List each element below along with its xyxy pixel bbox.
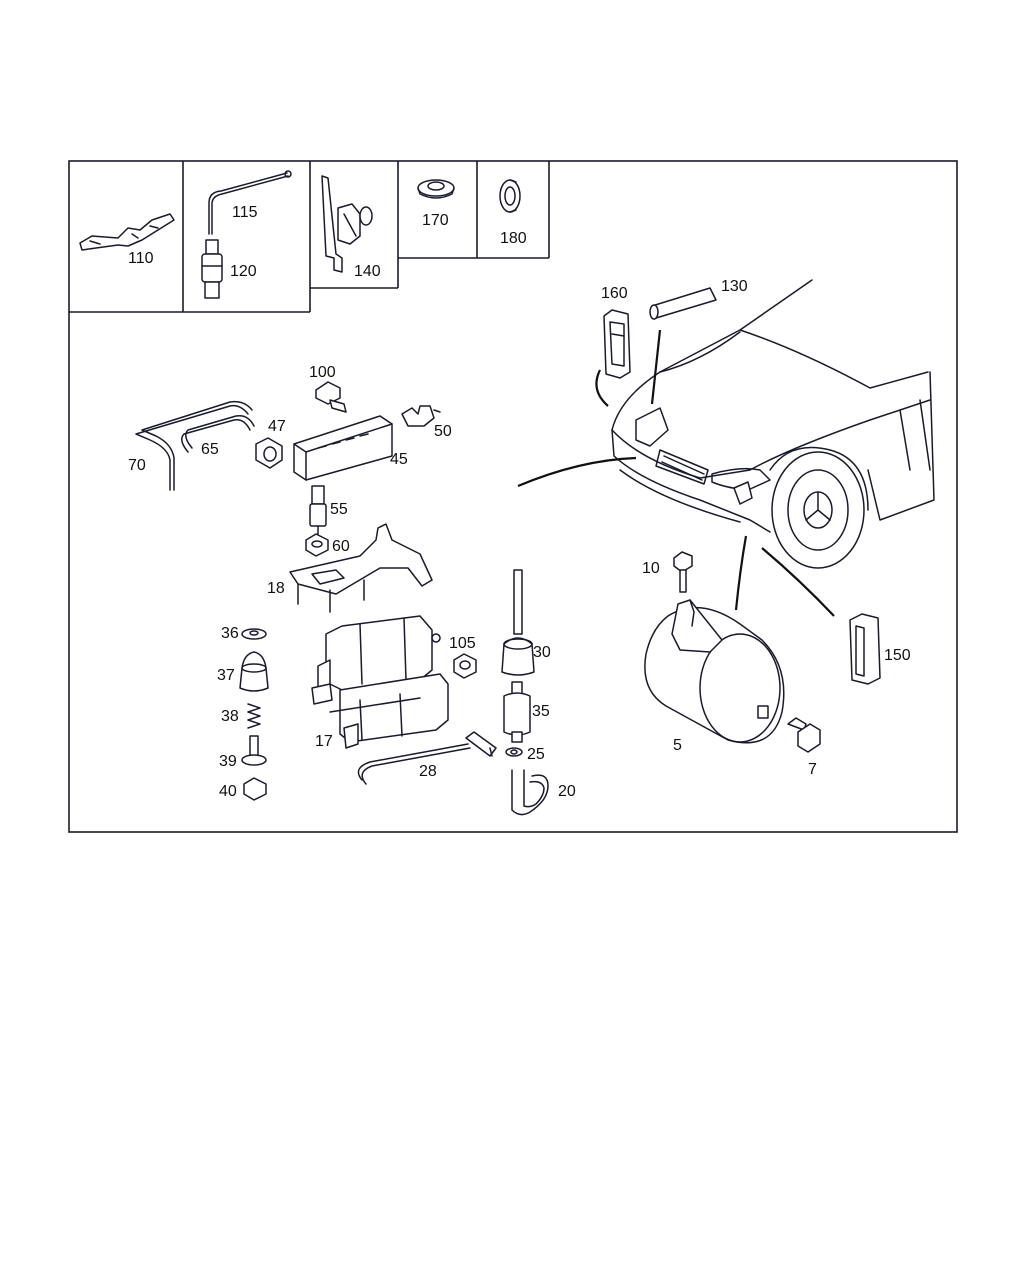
label-170: 170 [422, 212, 449, 229]
label-120: 120 [230, 263, 257, 280]
part-45-valve-block[interactable] [293, 415, 393, 481]
label-110: 110 [128, 250, 154, 267]
label-160: 160 [601, 285, 628, 302]
part-170-grommet[interactable] [417, 179, 455, 199]
label-70: 70 [128, 457, 146, 474]
label-30: 30 [533, 644, 551, 661]
part-55-valve[interactable] [309, 485, 327, 535]
label-45: 45 [390, 451, 408, 468]
label-50: 50 [434, 423, 452, 440]
label-180: 180 [500, 230, 527, 247]
part-140-clip[interactable] [321, 175, 373, 273]
label-100: 100 [309, 364, 336, 381]
label-17: 17 [315, 733, 333, 750]
label-39: 39 [219, 753, 237, 770]
part-labels: 110 115 120 140 170 180 160 130 100 47 5… [128, 204, 911, 800]
label-10: 10 [642, 560, 660, 577]
label-25: 25 [527, 746, 545, 763]
label-55: 55 [330, 501, 348, 518]
label-150: 150 [884, 647, 911, 664]
part-120-union[interactable] [201, 239, 223, 299]
label-37: 37 [217, 667, 235, 684]
leader-arrows [517, 329, 835, 617]
label-130: 130 [721, 278, 748, 295]
part-7-plug[interactable] [787, 717, 821, 753]
part-20-hose[interactable] [511, 769, 549, 816]
part-36-washer[interactable] [241, 628, 267, 640]
part-30-filter[interactable] [501, 569, 535, 676]
part-130-sleeve[interactable] [649, 287, 717, 320]
part-28-hose[interactable] [357, 731, 497, 785]
label-20: 20 [558, 783, 576, 800]
part-110-bracket[interactable] [79, 213, 175, 251]
part-38-spring[interactable] [247, 703, 261, 729]
diagram-frame [68, 160, 958, 833]
label-115: 115 [232, 204, 258, 221]
part-47-nut[interactable] [255, 437, 283, 469]
label-40: 40 [219, 783, 237, 800]
part-160-relay[interactable] [603, 309, 631, 379]
label-105: 105 [449, 635, 476, 652]
label-140: 140 [354, 263, 381, 280]
label-36: 36 [221, 625, 239, 642]
label-28: 28 [419, 763, 437, 780]
label-60: 60 [332, 538, 350, 555]
part-25-clamp[interactable] [505, 747, 523, 757]
part-17-compressor[interactable] [311, 615, 449, 749]
label-7: 7 [808, 761, 817, 778]
part-40-nut[interactable] [243, 777, 267, 801]
part-70-pipe[interactable] [135, 400, 253, 491]
part-180-grommet[interactable] [499, 179, 521, 213]
label-65: 65 [201, 441, 219, 458]
vehicle-front [611, 279, 935, 569]
label-35: 35 [532, 703, 550, 720]
label-18: 18 [267, 580, 285, 597]
label-47: 47 [268, 418, 286, 435]
part-150-module[interactable] [849, 613, 881, 685]
part-105-nut[interactable] [453, 653, 477, 679]
part-35-filter[interactable] [503, 681, 531, 743]
part-10-bolt[interactable] [673, 551, 693, 593]
part-50-sensor[interactable] [401, 405, 441, 427]
part-39-pin[interactable] [241, 735, 267, 766]
part-100-bolt[interactable] [315, 381, 347, 413]
label-5: 5 [673, 737, 682, 754]
part-5-reservoir[interactable] [644, 599, 785, 744]
part-18-bracket[interactable] [289, 523, 433, 613]
part-65-pipe[interactable] [181, 414, 255, 453]
label-38: 38 [221, 708, 239, 725]
part-37-rubber-mount[interactable] [239, 651, 269, 692]
part-115-rod[interactable] [208, 170, 292, 235]
part-60-nut[interactable] [305, 533, 329, 557]
